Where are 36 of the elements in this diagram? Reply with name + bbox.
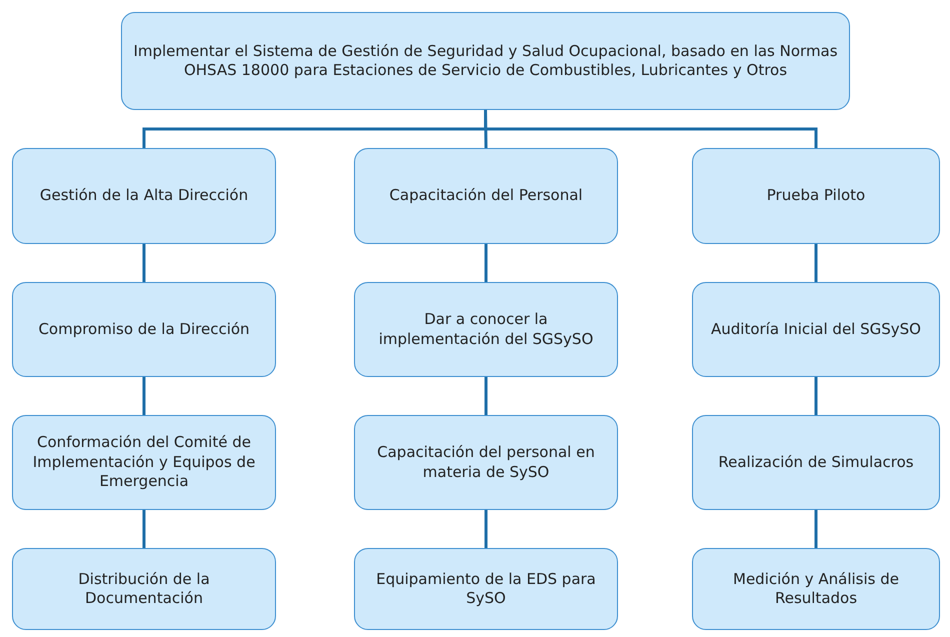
box-text: Gestión de la Alta Dirección <box>40 186 248 206</box>
process-box <box>692 282 940 377</box>
box-text: Capacitación del personal en materia de SySO <box>376 443 596 482</box>
box-text: Distribución de la Documentación <box>77 570 211 608</box>
process-box <box>12 548 276 630</box>
process-box <box>12 282 276 377</box>
box-text: Dar a conocer la implementación del SGSySO <box>378 310 594 349</box>
process-box <box>12 148 276 244</box>
process-box <box>354 548 618 630</box>
connector-line <box>484 377 488 415</box>
box-text: Auditoría Inicial del SGSySO <box>710 320 921 340</box>
box-text: Compromiso de la Dirección <box>38 320 250 340</box>
process-box <box>692 415 940 510</box>
connector-line <box>484 244 488 282</box>
box-text: Conformación del Comité de Implementación y Equipos de Emergencia <box>32 433 256 492</box>
process-box <box>121 12 850 110</box>
process-box <box>12 415 276 510</box>
box-text: Medición y Análisis de Resultados <box>732 570 900 608</box>
box-text: Realización de Simulacros <box>718 452 914 472</box>
box-text: Equipamiento de la EDS para SySO <box>375 570 597 608</box>
process-box <box>692 148 940 244</box>
connector-line <box>484 510 488 548</box>
connector-line <box>142 244 146 282</box>
connector-line <box>814 377 818 415</box>
connector-line <box>142 377 146 415</box>
box-text: Capacitación del Personal <box>389 186 583 206</box>
connector-line <box>484 110 818 148</box>
process-box <box>692 548 940 630</box>
process-box <box>354 148 618 244</box>
process-box <box>354 282 618 377</box>
connector-line <box>814 244 818 282</box>
box-text: Implementar el Sistema de Gestión de Seguridad y Salud Ocupacional, basado en las Normas OHSAS 18000 para Estaciones de Servicio de Combustibles, Lubricantes y Otros <box>132 42 839 80</box>
connector-line <box>142 510 146 548</box>
box-text: Prueba Piloto <box>766 186 866 206</box>
connector-line <box>814 510 818 548</box>
process-box <box>354 415 618 510</box>
